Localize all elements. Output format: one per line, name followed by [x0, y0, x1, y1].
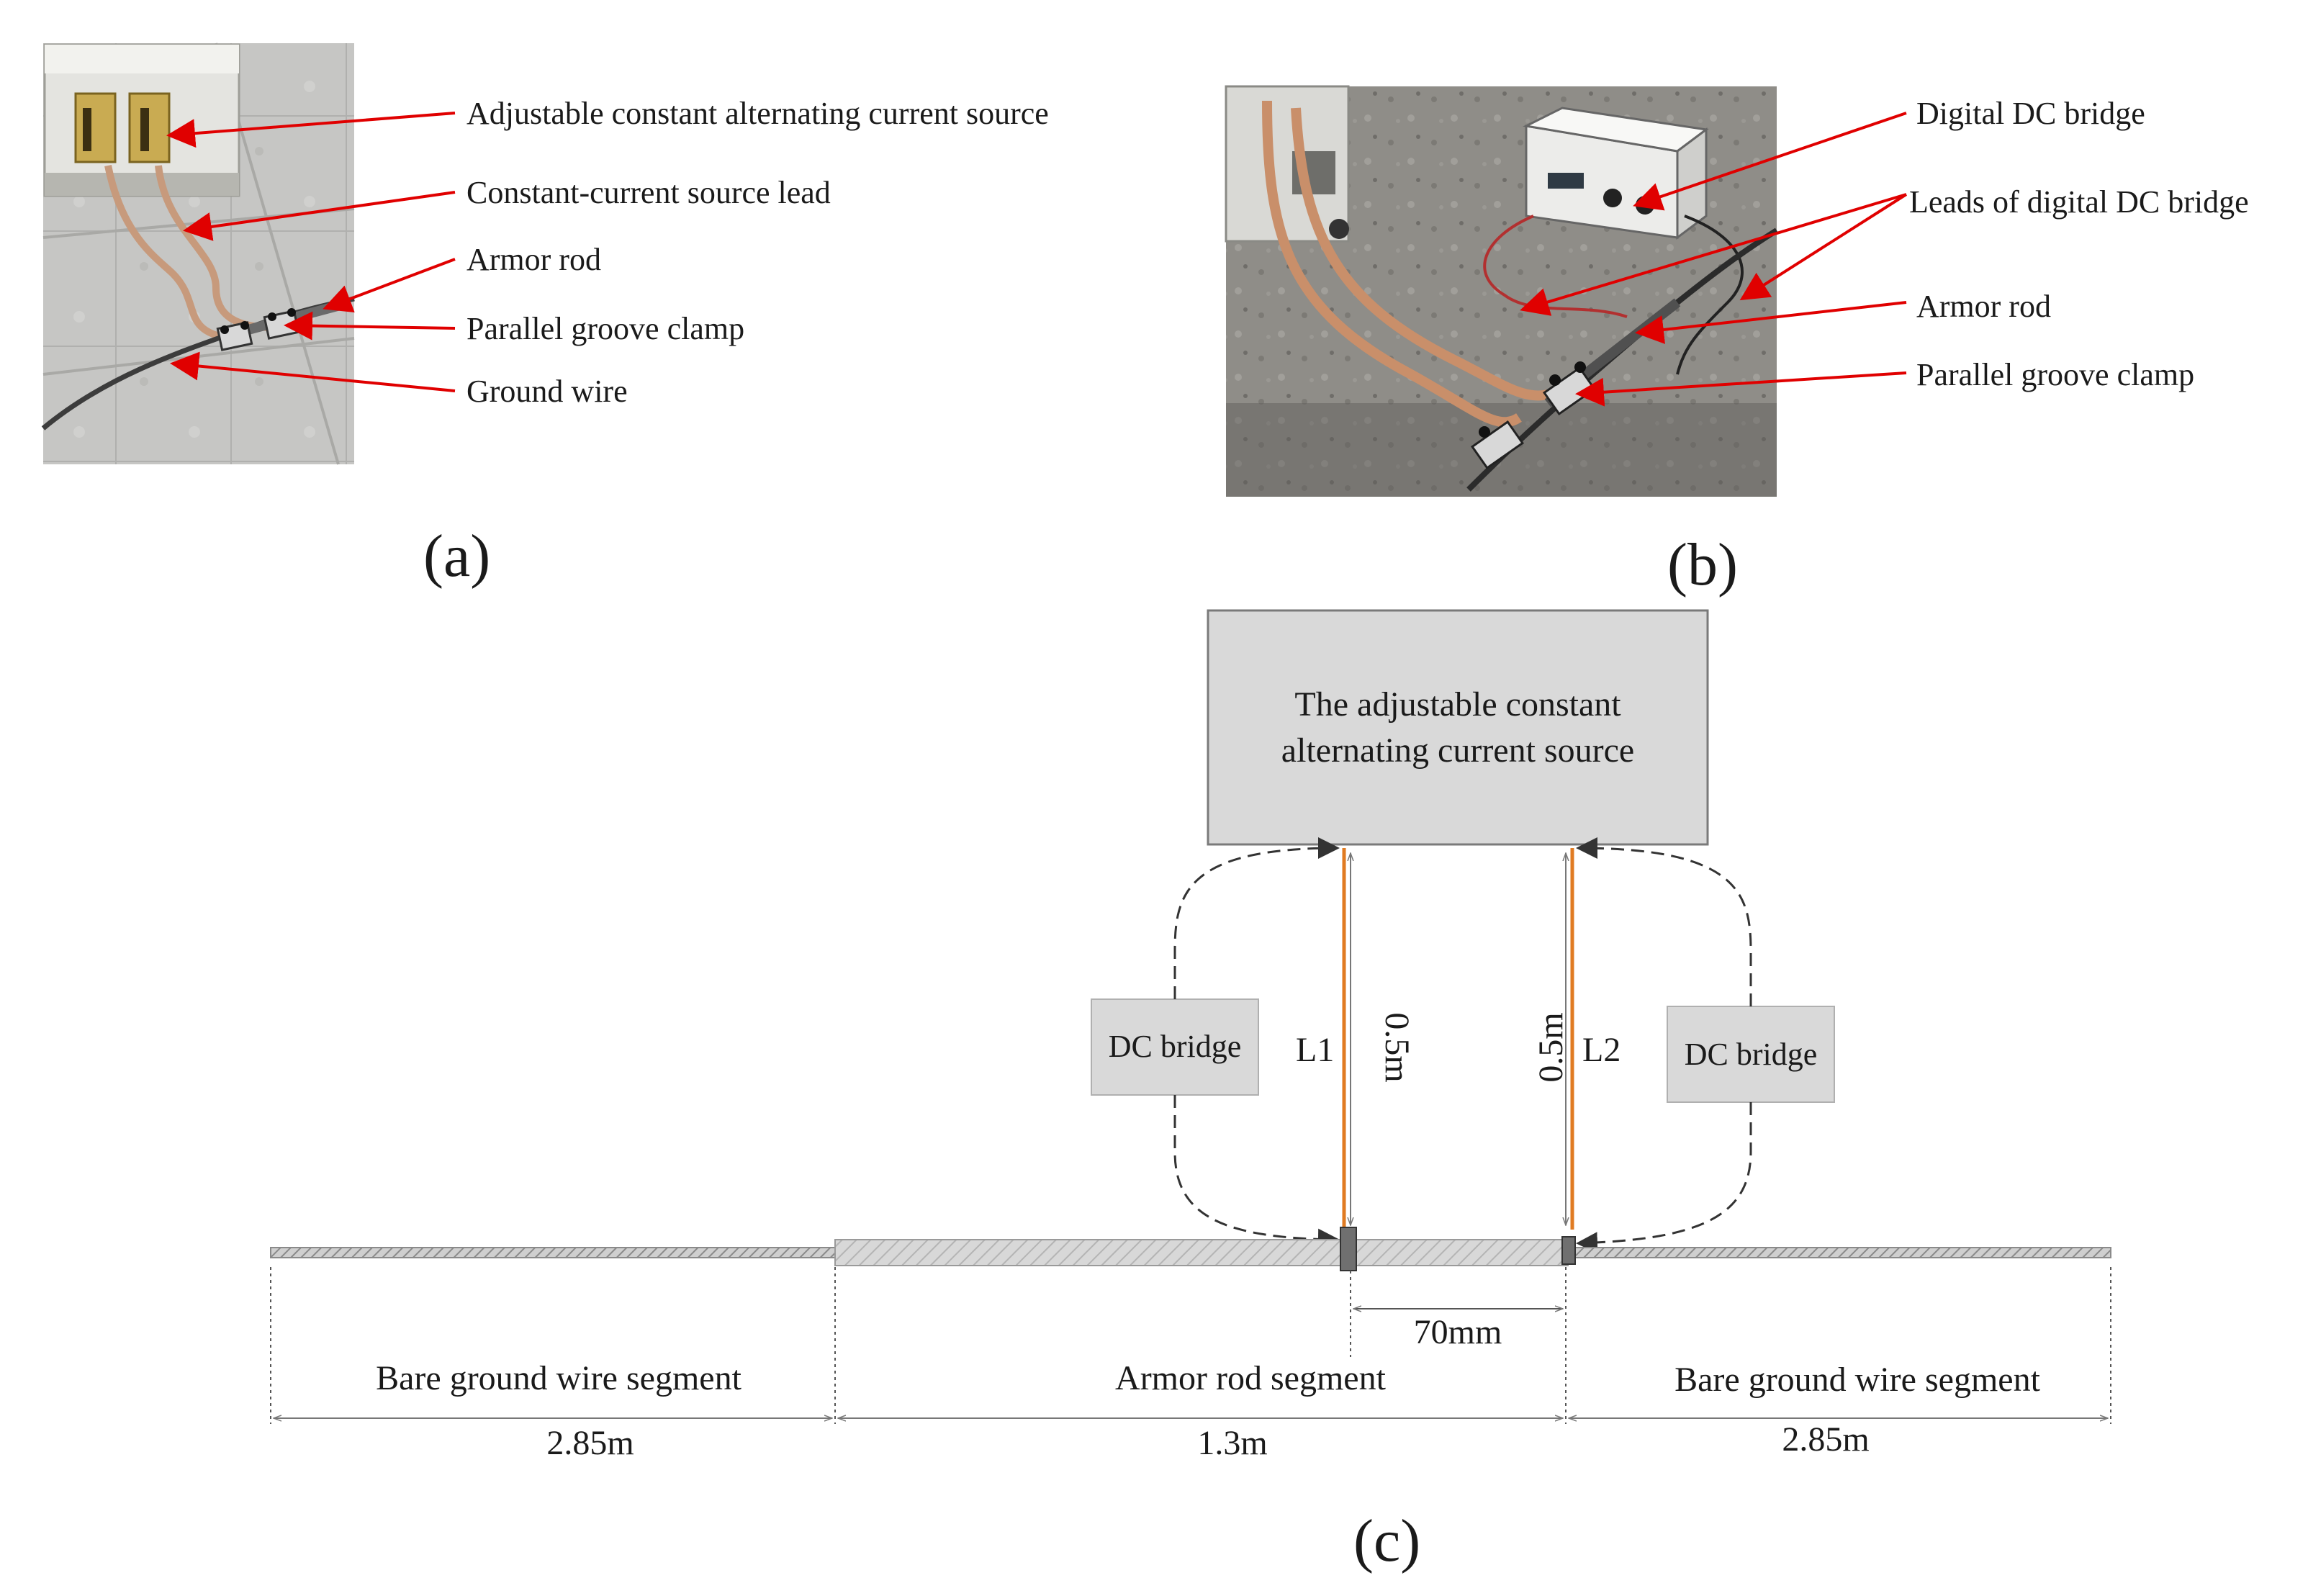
- bare-ground-wire-right: [1567, 1247, 2111, 1258]
- dc-bridge-right: [1667, 1006, 1835, 1103]
- bare-ground-wire-left: [270, 1247, 836, 1258]
- bridge-loop-right-top: [1576, 837, 1752, 1006]
- bridge-loop-left-top: [1173, 837, 1340, 999]
- arrow-a-armor: [323, 258, 456, 312]
- lead-length-l1: 0.5m: [1378, 1012, 1416, 1082]
- bridge-lead-red: [1483, 215, 1628, 318]
- arrow-a-source: [166, 112, 456, 148]
- current-source-box: [1207, 609, 1709, 846]
- label-b-clamp: Parallel groove clamp: [1916, 357, 2194, 392]
- segment-label-left: Bare ground wire segment: [376, 1359, 742, 1397]
- lead-label-l1: L1: [1296, 1031, 1334, 1069]
- photo-a: Adjustable constant alternating current …: [41, 42, 1049, 590]
- length-label-right: 2.85m: [1782, 1420, 1869, 1459]
- label-a-clamp: Parallel groove clamp: [466, 311, 744, 346]
- current-source-line1: The adjustable constant: [1294, 685, 1621, 723]
- lead-length-l2: 0.5m: [1532, 1012, 1570, 1082]
- label-b-bridge: Digital DC bridge: [1916, 96, 2145, 131]
- source-terminal-left: [74, 92, 117, 163]
- label-a-source: Adjustable constant alternating current …: [466, 96, 1049, 131]
- arrow-b-leads-2: [1739, 193, 1908, 301]
- arrow-b-clamp: [1575, 371, 1907, 407]
- arrow-a-clamp: [284, 311, 456, 341]
- label-b-leads: Leads of digital DC bridge: [1909, 184, 2249, 220]
- arrow-b-bridge: [1633, 112, 1907, 211]
- bridge-lead-black: [1676, 215, 1744, 375]
- source-terminal-right: [128, 92, 171, 163]
- clamp-left: [1340, 1227, 1357, 1271]
- length-label-armor: 1.3m: [1197, 1424, 1267, 1462]
- arrow-a-lead: [183, 191, 456, 241]
- label-b-armor: Armor rod: [1916, 289, 2051, 324]
- armor-rod-segment: [834, 1239, 1569, 1266]
- bridge-loop-right-bottom: [1576, 1102, 1752, 1254]
- label-a-ground: Ground wire: [466, 374, 628, 409]
- clamp-b-1: [1471, 420, 1524, 470]
- panel-label-a: (a): [423, 523, 490, 590]
- arrow-b-leads-1: [1520, 193, 1907, 316]
- clamp-spacing-label: 70mm: [1414, 1313, 1502, 1351]
- arrow-a-ground: [170, 351, 456, 392]
- label-a-lead: Constant-current source lead: [466, 175, 831, 210]
- dc-bridge-left-label: DC bridge: [1109, 1029, 1242, 1064]
- segment-label-armor: Armor rod segment: [1115, 1359, 1387, 1397]
- photo-b: Digital DC bridge Leads of digital DC br…: [1225, 85, 2249, 598]
- length-label-left: 2.85m: [546, 1424, 634, 1462]
- panel-label-c: (c): [1353, 1507, 1420, 1574]
- dc-bridge-right-label: DC bridge: [1685, 1037, 1818, 1072]
- schematic-c: The adjustable constant alternating curr…: [270, 609, 2111, 1574]
- label-a-armor: Armor rod: [466, 242, 601, 277]
- source-lead-b-2: [1291, 107, 1557, 401]
- source-lead-b-1: [1262, 100, 1522, 428]
- panel-label-b: (b): [1667, 531, 1738, 598]
- arrow-b-armor: [1635, 301, 1907, 344]
- segment-label-right: Bare ground wire segment: [1674, 1361, 2041, 1399]
- current-source-line2: alternating current source: [1281, 731, 1634, 770]
- lead-label-l2: L2: [1582, 1031, 1620, 1069]
- clamp-right: [1561, 1236, 1576, 1265]
- bridge-loop-left-bottom: [1173, 1095, 1340, 1250]
- source-lead-a-1: [104, 165, 231, 342]
